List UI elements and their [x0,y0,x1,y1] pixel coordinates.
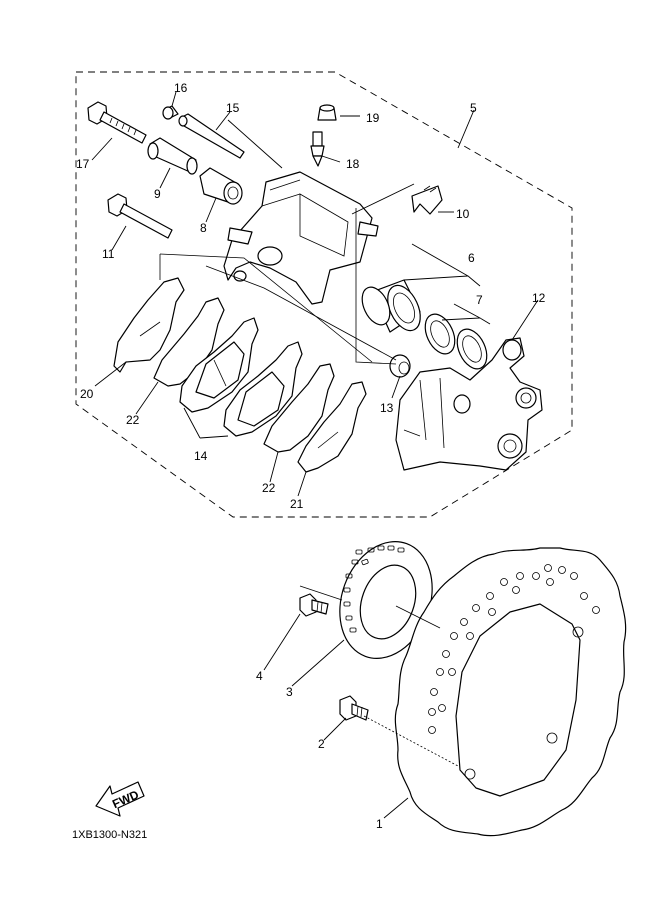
part-20-shim [113,277,185,373]
label-7: 7 [476,293,483,307]
label-17: 17 [76,157,90,171]
caliper-assembly-boundary [75,71,573,518]
label-18: 18 [346,157,360,171]
part-6-piston [361,279,421,333]
label-22-left: 22 [126,413,140,427]
label-6: 6 [468,251,475,265]
label-21: 21 [290,497,304,511]
sensor-rotor-slots [343,545,405,633]
label-13: 13 [380,401,394,415]
label-11: 11 [102,247,115,261]
alignment-lines [159,208,459,767]
part-2-screw [339,695,369,721]
part-8-boot [199,167,243,205]
label-12: 12 [532,291,546,305]
callout-labels: 1 2 3 4 5 6 7 8 9 10 11 12 13 14 15 16 1… [76,81,546,831]
label-8: 8 [200,221,207,235]
label-10: 10 [456,207,470,221]
fwd-arrow-icon: FWD [95,781,145,817]
part-4-screw [299,593,329,617]
label-22-right: 22 [262,481,276,495]
part-21-shim [297,381,367,473]
label-2: 2 [318,737,325,751]
caliper-body [223,171,379,305]
part-22-insulator-left [153,297,225,387]
part-16-bush [162,105,179,120]
label-20: 20 [80,387,94,401]
part-3-sensor-rotor [339,541,433,659]
part-18-bleed-screw [310,131,325,167]
part-14-pad-right [223,341,303,437]
part-11-bolt [107,193,173,239]
part-12-bracket [395,337,543,471]
label-3: 3 [286,685,293,699]
label-14: 14 [194,449,208,463]
part-17-bolt [87,101,147,144]
part-9-sleeve [147,137,198,175]
label-19: 19 [366,111,380,125]
label-4: 4 [256,669,263,683]
part-15-pin [178,113,245,159]
part-7-seals [424,313,488,370]
leader-lines [91,91,539,819]
part-22-insulator-right [263,363,335,453]
part-14-pad-left [179,317,259,413]
part-13-bush [389,354,411,378]
part-19-cap [317,104,337,121]
label-16: 16 [174,81,188,95]
label-1: 1 [376,817,383,831]
label-5: 5 [470,101,477,115]
label-15: 15 [226,101,240,115]
fwd-label: FWD [110,787,141,811]
brake-disc-holes [428,564,600,734]
diagram-code: 1XB1300-N321 [72,829,147,841]
label-9: 9 [154,187,161,201]
part-10-spring-clip [411,185,443,215]
